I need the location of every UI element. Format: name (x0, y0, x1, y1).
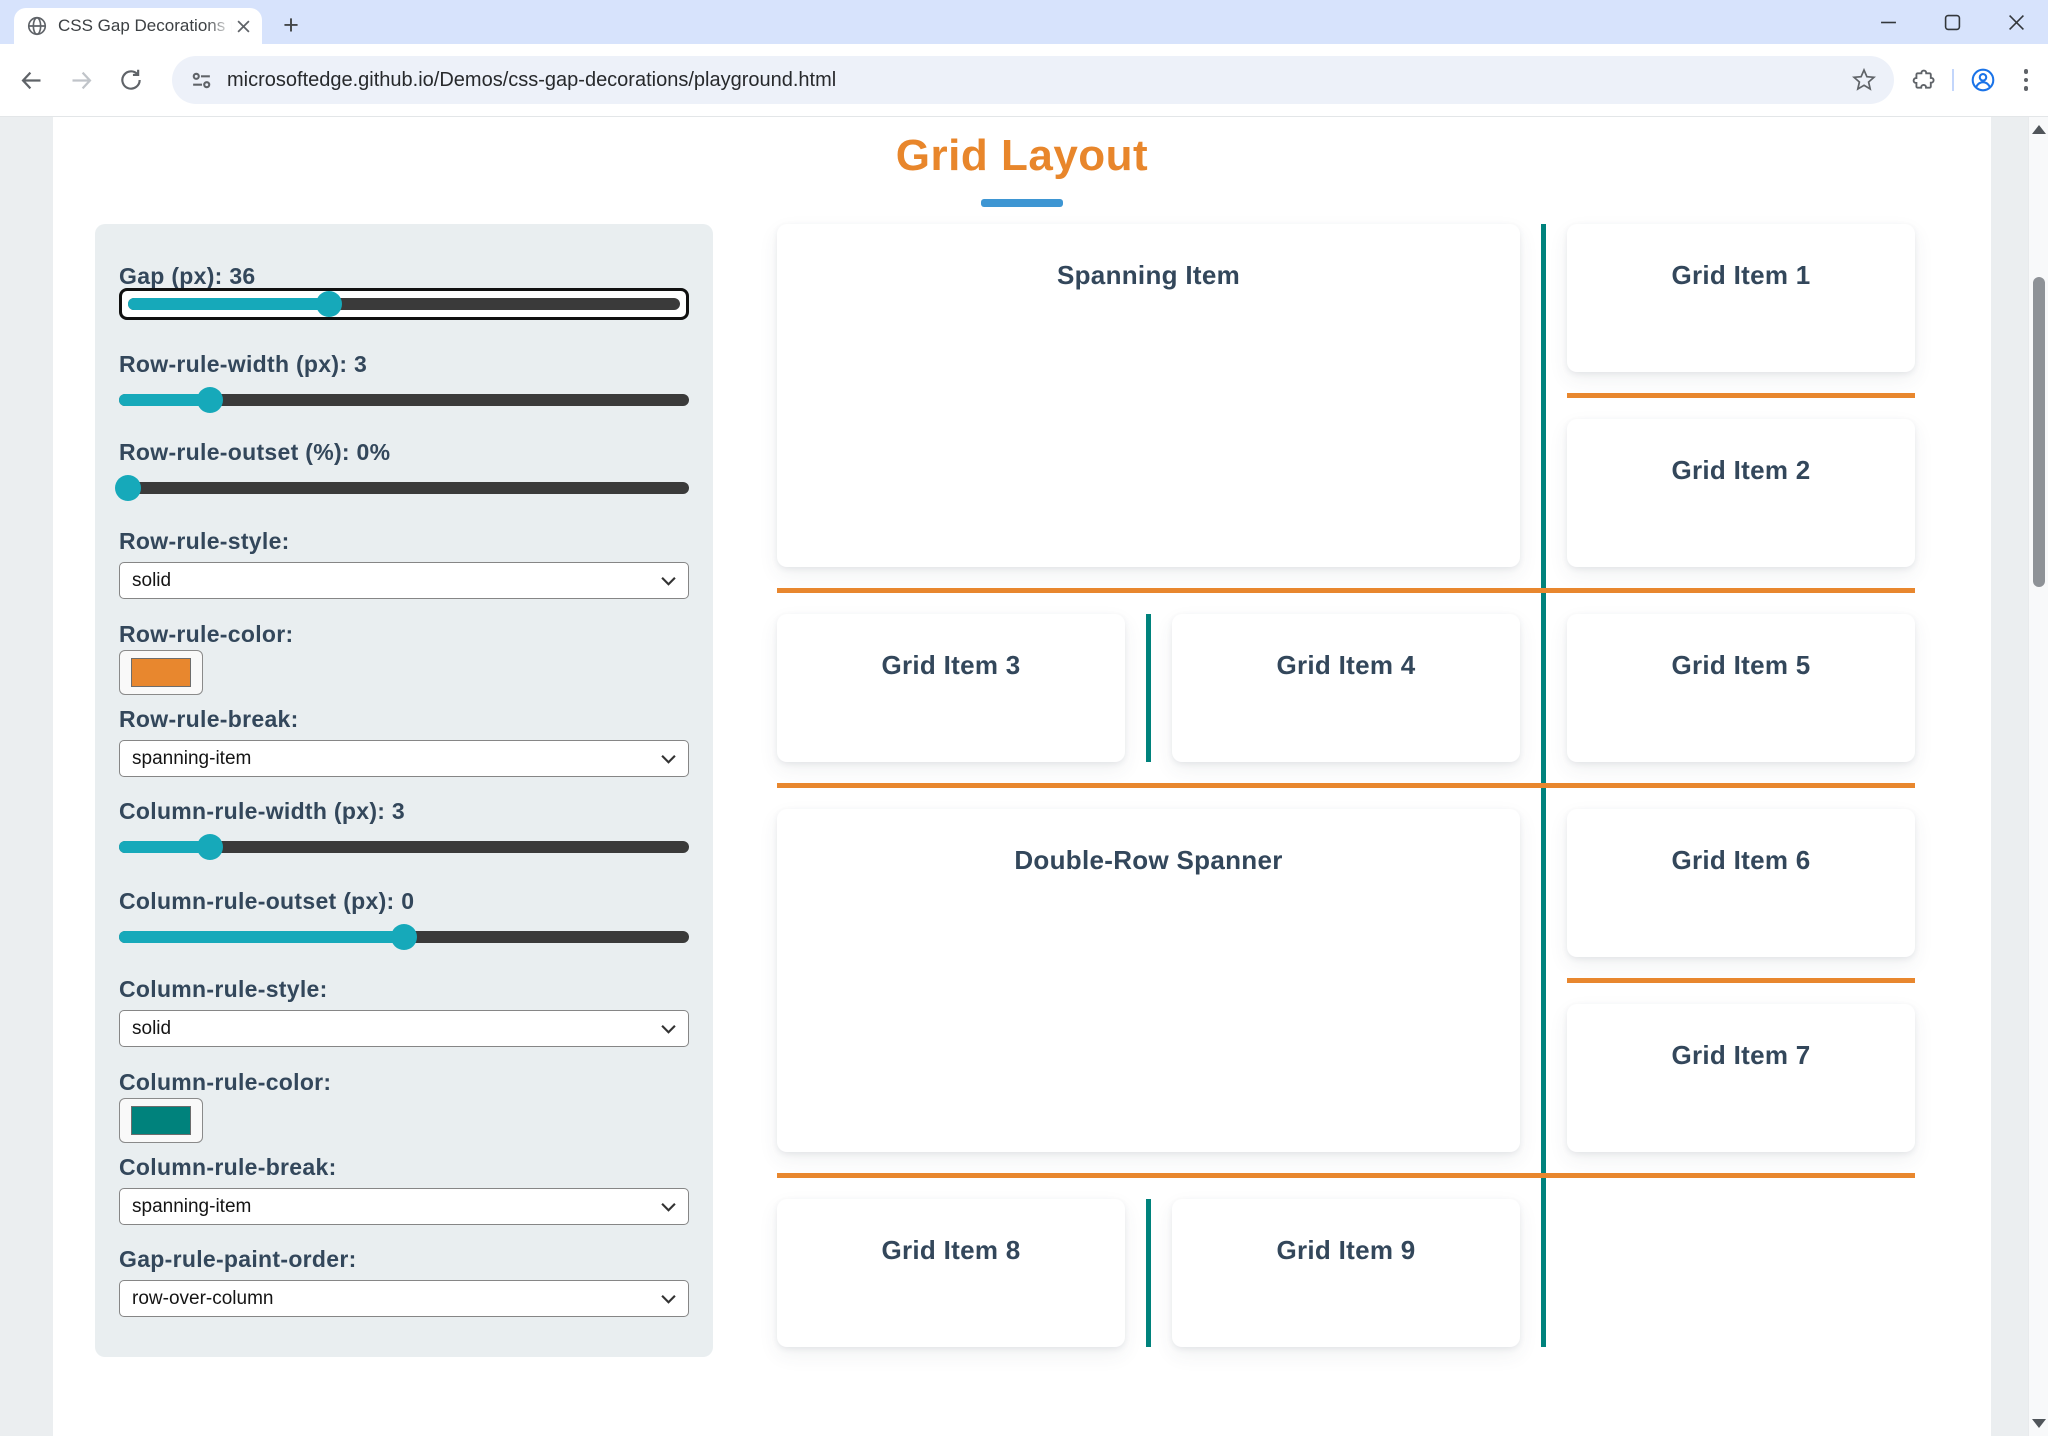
grid-item-1: Grid Item 1 (1567, 224, 1915, 372)
column-rule-decoration-row3 (1146, 614, 1151, 762)
demo-grid: Spanning Item Grid Item 1 Grid Item 2 Gr… (777, 224, 1915, 1347)
chevron-down-icon (661, 1294, 676, 1304)
row-rule-decoration-2 (777, 588, 1915, 593)
url-text[interactable]: microsoftedge.github.io/Demos/css-gap-de… (227, 68, 837, 91)
page-content: Grid Layout Gap (px): 36 Row-rule-width … (53, 117, 1991, 1436)
row-rule-decoration-3 (777, 783, 1915, 788)
row-rule-decoration-4 (1567, 978, 1915, 983)
column-rule-width-label: Column-rule-width (px): 3 (119, 798, 406, 824)
grid-item-5: Grid Item 5 (1567, 614, 1915, 762)
tab-title-fade (206, 15, 232, 37)
chevron-down-icon (661, 754, 676, 764)
grid-item-8: Grid Item 8 (777, 1199, 1125, 1347)
page-title: Grid Layout (895, 131, 1149, 180)
bookmark-star-icon[interactable] (1852, 68, 1876, 92)
grid-item-2: Grid Item 2 (1567, 419, 1915, 567)
browser-tab[interactable]: CSS Gap Decorations playgroun (14, 8, 262, 44)
scrollbar-down-button[interactable] (2032, 1419, 2046, 1428)
column-rule-break-label: Column-rule-break: (119, 1154, 337, 1180)
row-rule-break-label: Row-rule-break: (119, 706, 299, 732)
browser-titlebar: CSS Gap Decorations playgroun + (0, 0, 2048, 44)
scrollbar-thumb[interactable] (2033, 277, 2045, 587)
extensions-puzzle-icon[interactable] (1908, 65, 1938, 95)
column-rule-color-label: Column-rule-color: (119, 1069, 332, 1095)
grid-item-7: Grid Item 7 (1567, 1004, 1915, 1152)
window-minimize-button[interactable] (1856, 0, 1920, 44)
row-rule-break-select[interactable]: spanning-item (119, 740, 689, 777)
slider-thumb[interactable] (197, 834, 224, 860)
grid-item-3: Grid Item 3 (777, 614, 1125, 762)
column-rule-break-select[interactable]: spanning-item (119, 1188, 689, 1225)
address-bar[interactable]: microsoftedge.github.io/Demos/css-gap-de… (172, 56, 1894, 104)
page-gutter-right (1991, 117, 2028, 1436)
grid-item-9: Grid Item 9 (1172, 1199, 1520, 1347)
row-rule-color-picker[interactable] (119, 650, 203, 695)
title-underline (981, 199, 1063, 207)
back-arrow-icon[interactable] (16, 65, 46, 95)
color-swatch (131, 658, 191, 687)
grid-item-spanning: Spanning Item (777, 224, 1520, 567)
column-rule-outset-label: Column-rule-outset (px): 0 (119, 888, 415, 914)
column-rule-outset-slider[interactable] (119, 921, 689, 953)
grid-item-double-row-spanner: Double-Row Spanner (777, 809, 1520, 1152)
row-rule-decoration-5 (777, 1173, 1915, 1178)
gap-rule-paint-order-select[interactable]: row-over-column (119, 1280, 689, 1317)
tune-site-info-icon[interactable] (190, 69, 213, 92)
slider-thumb[interactable] (316, 291, 343, 317)
window-maximize-button[interactable] (1920, 0, 1984, 44)
tab-title: CSS Gap Decorations playgroun (58, 16, 232, 35)
row-rule-outset-label: Row-rule-outset (%): 0% (119, 439, 391, 465)
slider-thumb[interactable] (197, 387, 224, 413)
color-swatch (131, 1106, 191, 1135)
column-rule-style-select[interactable]: solid (119, 1010, 689, 1047)
new-tab-button[interactable]: + (283, 9, 299, 40)
row-rule-style-label: Row-rule-style: (119, 528, 290, 554)
grid-item-4: Grid Item 4 (1172, 614, 1520, 762)
page-gutter-left (0, 117, 53, 1436)
gap-slider-label: Gap (px): 36 (119, 263, 256, 289)
row-rule-style-select[interactable]: solid (119, 562, 689, 599)
slider-thumb[interactable] (391, 924, 417, 950)
gap-slider[interactable] (119, 288, 689, 320)
row-rule-decoration-1 (1567, 393, 1915, 398)
grid-item-6: Grid Item 6 (1567, 809, 1915, 957)
row-rule-color-label: Row-rule-color: (119, 621, 294, 647)
favicon-globe-icon (27, 16, 47, 36)
controls-panel: Gap (px): 36 Row-rule-width (px): 3 Row-… (95, 224, 713, 1357)
slider-thumb[interactable] (114, 475, 141, 501)
row-rule-width-slider[interactable] (119, 384, 689, 416)
profile-avatar-icon[interactable] (1968, 65, 1998, 95)
browser-toolbar: microsoftedge.github.io/Demos/css-gap-de… (0, 44, 2048, 117)
reload-icon[interactable] (116, 65, 146, 95)
scrollbar-track[interactable] (2028, 117, 2048, 1436)
page-viewport: Grid Layout Gap (px): 36 Row-rule-width … (0, 117, 2048, 1436)
window-controls (1856, 0, 2048, 44)
gap-rule-paint-order-label: Gap-rule-paint-order: (119, 1246, 357, 1272)
chevron-down-icon (661, 1024, 676, 1034)
window-close-button[interactable] (1984, 0, 2048, 44)
tab-close-icon[interactable] (232, 15, 254, 37)
row-rule-width-label: Row-rule-width (px): 3 (119, 351, 368, 377)
scrollbar-up-button[interactable] (2032, 125, 2046, 134)
column-rule-decoration-row6 (1146, 1199, 1151, 1347)
kebab-menu-icon[interactable] (2014, 65, 2038, 95)
chevron-down-icon (661, 576, 676, 586)
forward-arrow-icon[interactable] (66, 65, 96, 95)
column-rule-color-picker[interactable] (119, 1098, 203, 1143)
column-rule-style-label: Column-rule-style: (119, 976, 328, 1002)
column-rule-width-slider[interactable] (119, 831, 689, 863)
chevron-down-icon (661, 1202, 676, 1212)
row-rule-outset-slider[interactable] (114, 472, 689, 504)
toolbar-separator (1952, 69, 1954, 91)
